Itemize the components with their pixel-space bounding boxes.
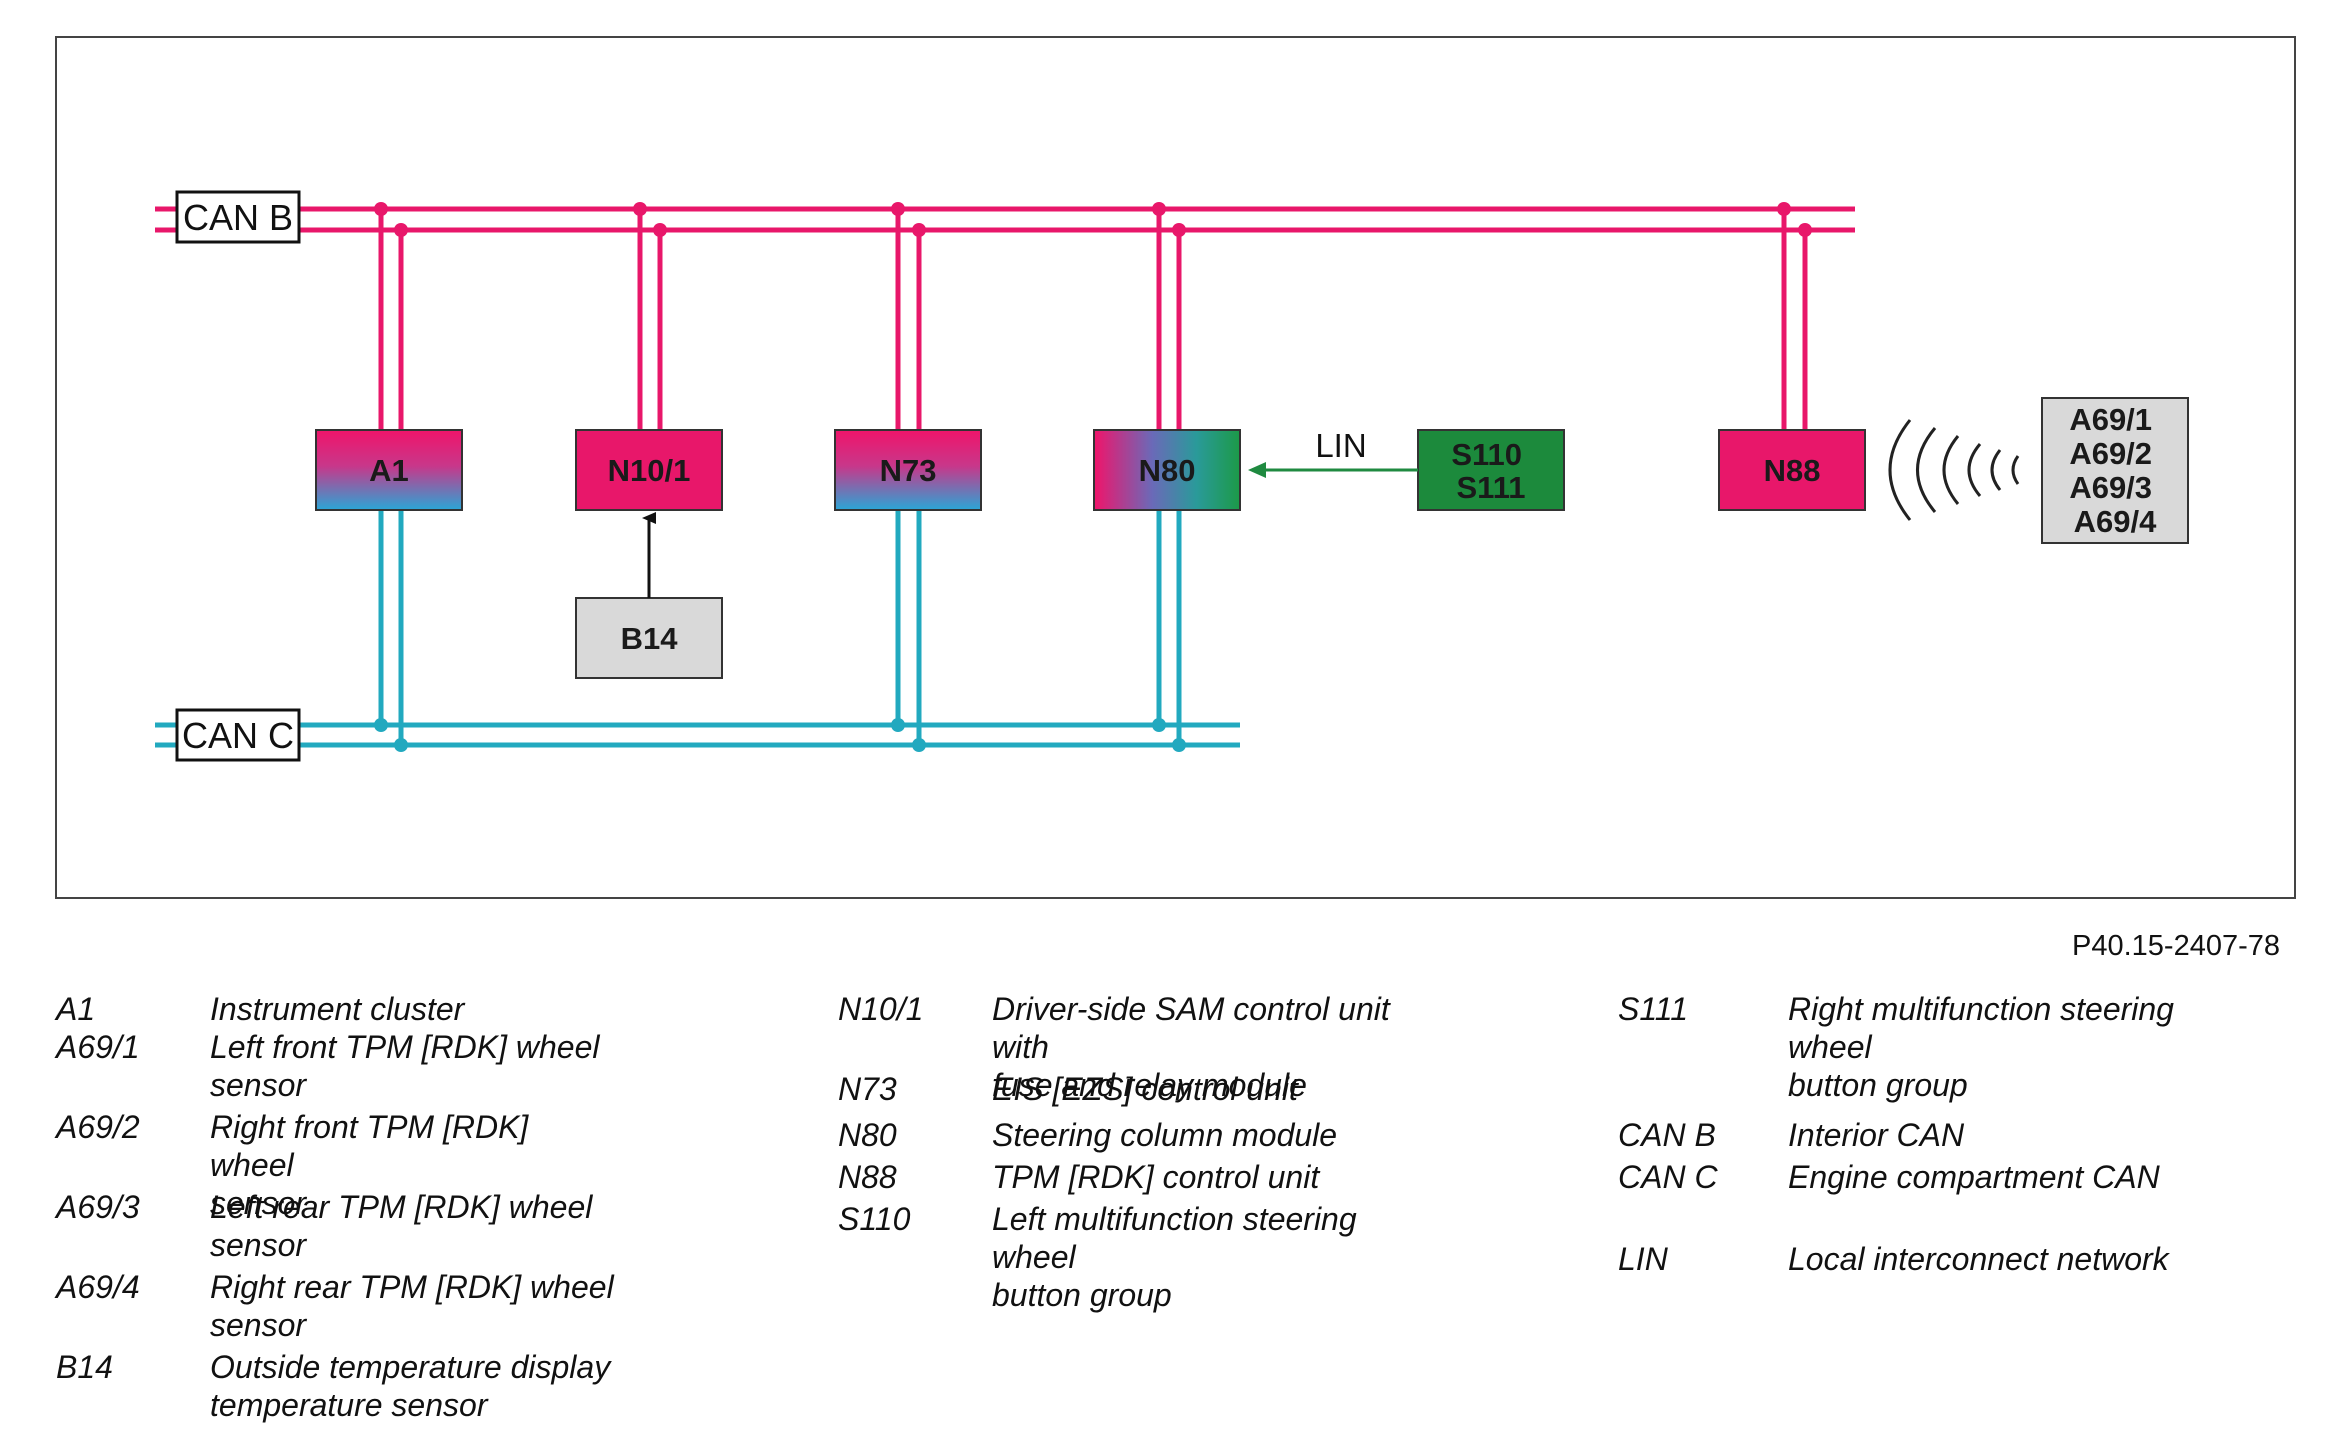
module-a1-label: A1 bbox=[369, 453, 409, 488]
module-n10-1-label: N10/1 bbox=[608, 453, 691, 488]
radio-waves-icon bbox=[1888, 419, 2020, 521]
module-n10-1: N10/1 bbox=[575, 429, 723, 511]
module-n88: N88 bbox=[1718, 429, 1866, 511]
legend-code: A69/1 bbox=[56, 1029, 140, 1065]
legend-code: CAN C bbox=[1618, 1159, 1718, 1195]
module-s110-s111: S110 S111 bbox=[1417, 429, 1565, 511]
legend-code: A1 bbox=[56, 991, 96, 1027]
diagram-frame bbox=[55, 36, 2296, 899]
can-b-label-box: CAN B bbox=[175, 190, 301, 244]
can-c-drops bbox=[378, 510, 1182, 745]
figure-id: P40.15-2407-78 bbox=[2072, 930, 2280, 962]
legend-description: Outside temperature display temperature … bbox=[210, 1349, 611, 1423]
can-b-label: CAN B bbox=[183, 197, 293, 238]
module-a69: A69/1 A69/2 A69/3 A69/4 bbox=[2041, 397, 2189, 544]
legend-code: N10/1 bbox=[838, 991, 924, 1027]
legend-code: N80 bbox=[838, 1117, 897, 1153]
lin-label: LIN bbox=[1315, 427, 1366, 464]
module-a69-label: A69/1 A69/2 A69/3 A69/4 bbox=[2069, 402, 2160, 539]
legend-description: Right front TPM [RDK] wheel sensor bbox=[210, 1109, 529, 1221]
can-b-junctions bbox=[374, 202, 1812, 237]
module-n80: N80 bbox=[1093, 429, 1241, 511]
legend-code: S111 bbox=[1618, 991, 1688, 1027]
legend-description: Steering column module bbox=[992, 1117, 1338, 1153]
legend-code: CAN B bbox=[1618, 1117, 1716, 1153]
module-n80-label: N80 bbox=[1139, 453, 1196, 488]
legend-code: N73 bbox=[838, 1071, 897, 1107]
legend-description: EIS [EZS] control unit bbox=[992, 1071, 1298, 1107]
module-n73-label: N73 bbox=[880, 453, 937, 488]
legend-description: Local interconnect network bbox=[1788, 1241, 2169, 1277]
legend-description: TPM [RDK] control unit bbox=[992, 1159, 1320, 1195]
legend-description: Right multifunction steering wheel butto… bbox=[1788, 991, 2174, 1103]
module-a1: A1 bbox=[315, 429, 463, 511]
can-c-label: CAN C bbox=[182, 715, 294, 756]
legend-code: B14 bbox=[56, 1349, 113, 1385]
module-b14: B14 bbox=[575, 597, 723, 679]
module-b14-label: B14 bbox=[621, 621, 679, 656]
legend-description: Driver-side SAM control unit with fuse a… bbox=[992, 991, 1390, 1103]
can-c-junctions bbox=[374, 718, 1186, 752]
legend-code: S110 bbox=[838, 1201, 911, 1237]
legend-description: Right rear TPM [RDK] wheel sensor bbox=[210, 1269, 614, 1343]
legend-code: A69/2 bbox=[56, 1109, 140, 1145]
module-s110-s111-label: S110 S111 bbox=[1451, 437, 1530, 505]
legend-description: Interior CAN bbox=[1788, 1117, 1965, 1153]
legend-description: Left front TPM [RDK] wheel sensor bbox=[210, 1029, 600, 1103]
legend-code: A69/3 bbox=[56, 1189, 140, 1225]
legend-description: Left multifunction steering wheel button… bbox=[992, 1201, 1357, 1313]
lin-link: LIN bbox=[1248, 427, 1418, 478]
module-n73: N73 bbox=[834, 429, 982, 511]
can-b-bus bbox=[155, 206, 1855, 233]
legend-code: N88 bbox=[838, 1159, 897, 1195]
legend-description: Left rear TPM [RDK] wheel sensor bbox=[210, 1189, 593, 1263]
legend-description: Engine compartment CAN bbox=[1788, 1159, 2160, 1195]
can-b-drops bbox=[378, 209, 1808, 430]
legend-description: Instrument cluster bbox=[210, 991, 465, 1027]
legend-code: A69/4 bbox=[56, 1269, 140, 1305]
can-c-label-box: CAN C bbox=[175, 708, 301, 762]
module-n88-label: N88 bbox=[1764, 453, 1821, 488]
legend-code: LIN bbox=[1618, 1241, 1668, 1277]
can-c-bus bbox=[155, 722, 1240, 748]
